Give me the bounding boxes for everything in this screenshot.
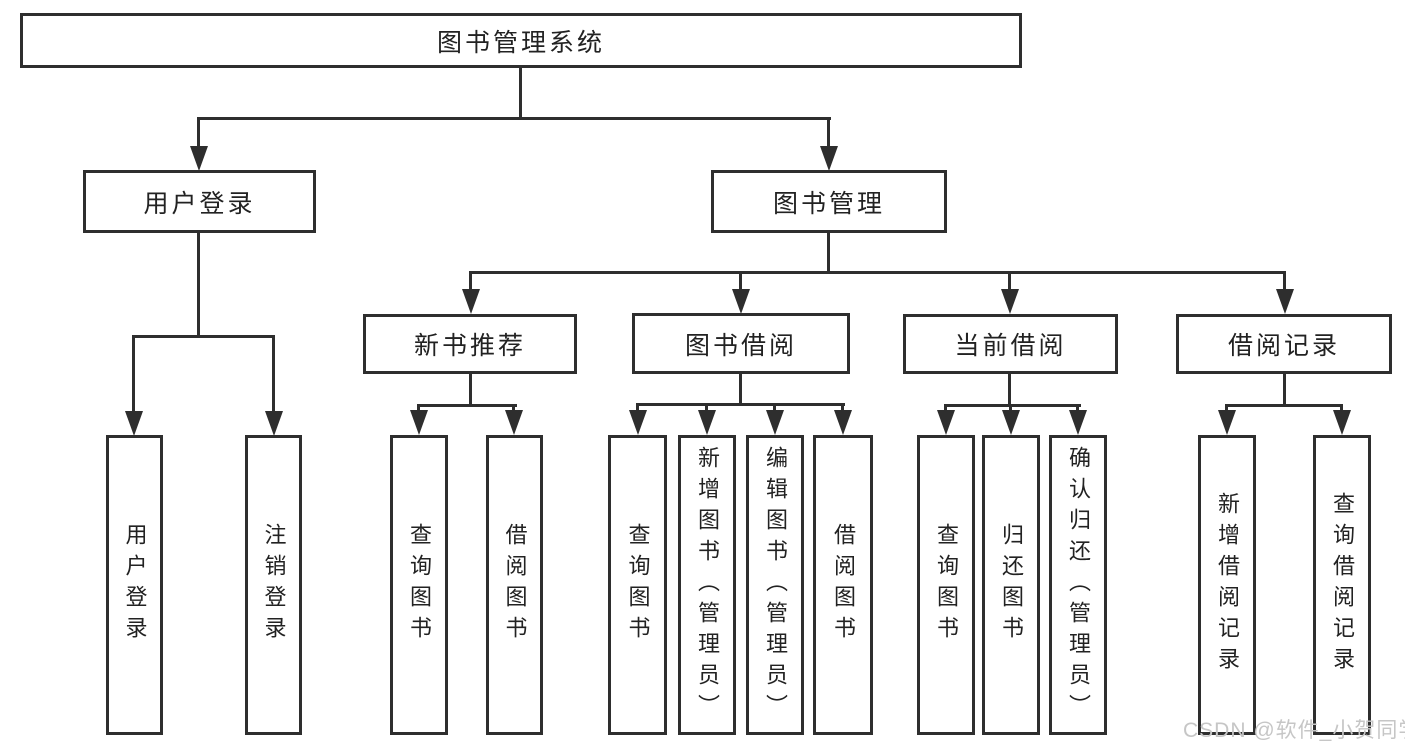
connector-shaft [1225, 404, 1228, 411]
leaf-query-book-current: 查询图书 [917, 435, 975, 735]
arrowhead-icon [125, 411, 143, 436]
connector-book-borrow-hline [636, 403, 845, 406]
connector-shaft [636, 403, 639, 411]
leaf-confirm-return-admin: 确认归还（管理员） [1049, 435, 1107, 735]
connector-root-hline [197, 117, 831, 120]
connector-shaft [827, 117, 830, 146]
connector-shaft [1008, 271, 1011, 290]
csdn-watermark: CSDN @软件_小贺同学 [1183, 719, 1405, 742]
connector-shaft [1340, 404, 1343, 411]
node-borrow-records-label: 借阅记录 [1227, 332, 1340, 360]
node-book-management-label: 图书管理 [772, 189, 885, 218]
leaf-edit-book-admin-label: 编辑图书（管理员） [763, 445, 788, 725]
connector-shaft [132, 335, 135, 411]
node-user-login-label: 用户登录 [143, 189, 256, 218]
connector-shaft [1009, 404, 1012, 411]
arrowhead-icon [698, 410, 716, 435]
arrowhead-icon [410, 410, 428, 435]
connector-current-borrow-hline [944, 404, 1081, 407]
leaf-logout-label: 注销登录 [261, 523, 287, 647]
arrowhead-icon [1002, 410, 1020, 435]
arrowhead-icon [629, 410, 647, 435]
connector-user-login-hline [132, 335, 275, 338]
leaf-borrow-book: 借阅图书 [813, 435, 873, 735]
leaf-query-book-recommend-label: 查询图书 [407, 523, 432, 647]
connector-shaft [1283, 271, 1286, 290]
connector-borrow-records-hline [1225, 404, 1343, 407]
leaf-confirm-return-admin-label: 确认归还（管理员） [1066, 445, 1091, 725]
node-book-borrow: 图书借阅 [632, 313, 850, 374]
leaf-query-book-borrow: 查询图书 [608, 435, 667, 735]
arrowhead-icon [1069, 410, 1087, 435]
leaf-user-login: 用户登录 [106, 435, 163, 735]
arrowhead-icon [766, 410, 784, 435]
connector-book-mgmt-stub [827, 233, 830, 274]
connector-book-mgmt-hline [469, 271, 1286, 274]
connector-shaft [841, 403, 844, 411]
arrowhead-icon [505, 410, 523, 435]
arrowhead-icon [1333, 410, 1351, 435]
node-new-book-recommend-label: 新书推荐 [413, 332, 526, 360]
connector-borrow-records-stub [1283, 374, 1286, 407]
connector-shaft [512, 404, 515, 411]
arrowhead-icon [937, 410, 955, 435]
leaf-query-book-recommend: 查询图书 [390, 435, 448, 735]
leaf-return-book: 归还图书 [982, 435, 1040, 735]
leaf-add-book-admin-label: 新增图书（管理员） [695, 445, 720, 725]
leaf-logout: 注销登录 [245, 435, 302, 735]
arrowhead-icon [190, 146, 208, 171]
connector-shaft [944, 404, 947, 411]
leaf-query-borrow-record-label: 查询借阅记录 [1330, 492, 1355, 678]
connector-shaft [1076, 404, 1079, 411]
leaf-borrow-book-recommend: 借阅图书 [486, 435, 543, 735]
node-book-management: 图书管理 [711, 170, 947, 233]
connector-shaft [272, 335, 275, 411]
arrowhead-icon [1218, 410, 1236, 435]
arrowhead-icon [1276, 289, 1294, 314]
arrowhead-icon [265, 411, 283, 436]
node-current-borrow: 当前借阅 [903, 314, 1118, 374]
arrowhead-icon [732, 289, 750, 314]
node-library-system: 图书管理系统 [20, 13, 1022, 68]
node-new-book-recommend: 新书推荐 [363, 314, 577, 374]
leaf-add-borrow-record-label: 新增借阅记录 [1215, 492, 1240, 678]
node-current-borrow-label: 当前借阅 [954, 332, 1067, 360]
arrowhead-icon [820, 146, 838, 171]
leaf-query-book-current-label: 查询图书 [934, 523, 959, 647]
leaf-return-book-label: 归还图书 [999, 523, 1024, 647]
leaf-add-borrow-record: 新增借阅记录 [1198, 435, 1256, 735]
node-library-system-label: 图书管理系统 [436, 28, 605, 57]
leaf-add-book-admin: 新增图书（管理员） [678, 435, 736, 735]
connector-user-login-stub [197, 233, 200, 338]
connector-book-borrow-stub [739, 374, 742, 406]
connector-new-book-hline [417, 404, 517, 407]
leaf-borrow-book-label: 借阅图书 [831, 523, 856, 647]
connector-shaft [773, 403, 776, 411]
leaf-query-borrow-record: 查询借阅记录 [1313, 435, 1371, 735]
arrowhead-icon [834, 410, 852, 435]
leaf-query-book-borrow-label: 查询图书 [625, 523, 651, 647]
leaf-borrow-book-recommend-label: 借阅图书 [502, 523, 528, 647]
connector-new-book-stub [469, 374, 472, 407]
connector-shaft [197, 117, 200, 146]
node-book-borrow-label: 图书借阅 [684, 331, 797, 360]
connector-shaft [417, 404, 420, 411]
leaf-edit-book-admin: 编辑图书（管理员） [746, 435, 804, 735]
arrowhead-icon [1001, 289, 1019, 314]
connector-current-borrow-stub [1008, 374, 1011, 407]
node-user-login: 用户登录 [83, 170, 316, 233]
node-borrow-records: 借阅记录 [1176, 314, 1392, 374]
connector-shaft [705, 403, 708, 411]
connector-shaft [469, 271, 472, 290]
leaf-user-login-label: 用户登录 [122, 523, 148, 647]
arrowhead-icon [462, 289, 480, 314]
connector-root-stub [519, 68, 522, 120]
connector-shaft [739, 271, 742, 290]
